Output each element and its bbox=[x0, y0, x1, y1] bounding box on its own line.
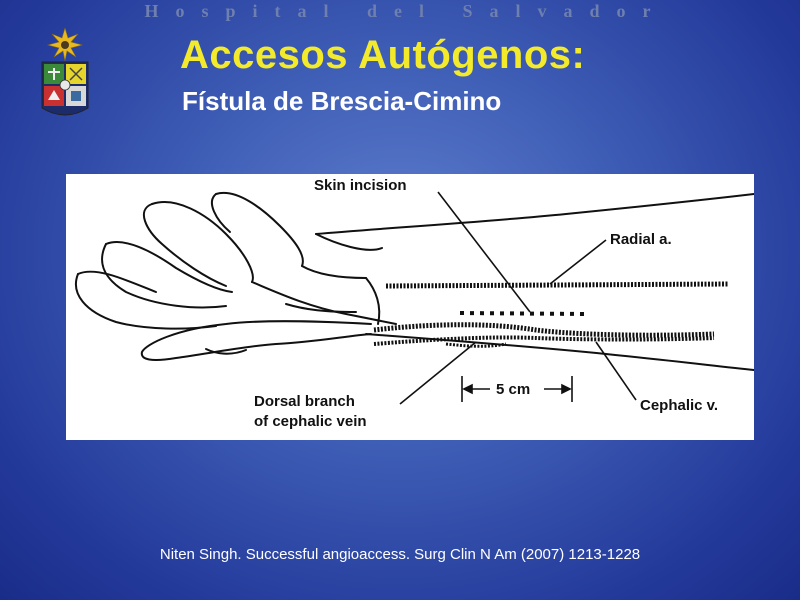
scale-bar bbox=[461, 376, 573, 402]
label-cephalic-vein: Cephalic v. bbox=[640, 397, 718, 414]
slide-title: Accesos Autógenos: bbox=[180, 33, 586, 77]
dorsal-branch bbox=[445, 342, 507, 348]
label-skin-incision: Skin incision bbox=[314, 177, 407, 194]
label-dorsal-branch-2: of cephalic vein bbox=[254, 413, 367, 430]
label-radial-artery: Radial a. bbox=[610, 231, 672, 248]
header-band: Hospital del Salvador bbox=[0, 0, 800, 24]
radial-artery bbox=[385, 281, 729, 289]
star-icon bbox=[46, 28, 84, 62]
crest-icon bbox=[41, 28, 89, 116]
shield-icon bbox=[41, 61, 89, 116]
citation: Niten Singh. Successful angioaccess. Sur… bbox=[159, 546, 641, 563]
cephalic-vein bbox=[373, 322, 715, 346]
skin-incision-line bbox=[459, 311, 585, 316]
arm-diagram: Skin incision Radial a. Dorsal branch of… bbox=[75, 177, 754, 430]
label-dorsal-branch-1: Dorsal branch bbox=[254, 393, 355, 410]
label-scale: 5 cm bbox=[496, 381, 530, 398]
hospital-name: Hospital del Salvador bbox=[144, 1, 668, 21]
arm-outline bbox=[75, 191, 754, 371]
leader-lines bbox=[399, 191, 637, 405]
diagram-figure: Skin incision Radial a. Dorsal branch of… bbox=[66, 174, 754, 440]
slide-subtitle: Fístula de Brescia-Cimino bbox=[182, 86, 502, 116]
